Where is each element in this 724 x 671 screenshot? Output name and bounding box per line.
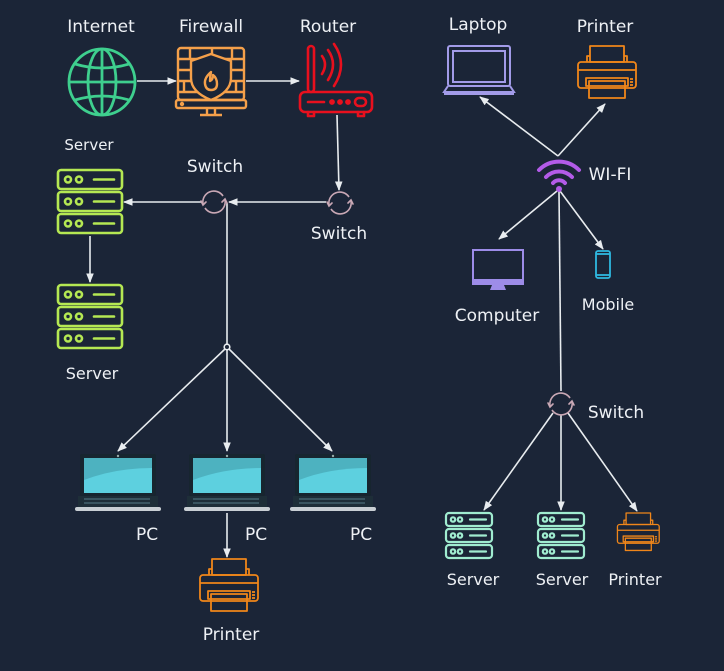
switch-icon[interactable] [547, 392, 575, 416]
printer-icon[interactable] [199, 558, 259, 612]
laptop-outline-icon[interactable] [442, 45, 516, 95]
hub-junction [223, 343, 231, 351]
laptop-icon[interactable] [75, 454, 161, 511]
router-icon[interactable] [298, 42, 374, 118]
switch-right-label: Switch [587, 403, 645, 423]
switch-icon[interactable] [200, 190, 228, 214]
server-bottom-label: Server [65, 364, 119, 383]
switch-icon[interactable] [326, 191, 354, 215]
laptop-icon[interactable] [184, 454, 270, 511]
link-router-switch [334, 114, 343, 191]
wifi-label: WI-FI [588, 165, 632, 185]
link-hub-pc3 [228, 348, 333, 452]
firewall-icon[interactable] [174, 46, 248, 117]
server-r1-label: Server [446, 570, 500, 589]
server-r2-label: Server [535, 570, 589, 589]
switch-router-label: Switch [310, 224, 368, 244]
printer-icon[interactable] [616, 512, 661, 552]
link-switch-printer [567, 412, 638, 512]
link-wifi-laptop [479, 96, 559, 157]
wifi-icon[interactable] [537, 159, 581, 192]
pc-3-label: PC [349, 525, 373, 545]
server-icon[interactable] [444, 511, 494, 560]
computer-label: Computer [454, 306, 540, 326]
monitor-icon[interactable] [472, 249, 524, 290]
link-wifi-switch [558, 190, 562, 392]
firewall-label: Firewall [178, 17, 244, 37]
laptop-label: Laptop [448, 15, 508, 35]
server-icon[interactable] [56, 168, 124, 235]
server-icon[interactable] [56, 283, 124, 350]
link-wifi-mobile [559, 190, 604, 250]
links [86, 77, 638, 558]
pc-1-label: PC [135, 525, 159, 545]
internet-label: Internet [67, 17, 135, 37]
server-top-label: Server [64, 136, 114, 154]
link-wifi-computer [498, 190, 558, 240]
link-hub-pc1 [117, 348, 226, 452]
smartphone-icon[interactable] [595, 250, 611, 279]
printer-icon[interactable] [577, 45, 637, 99]
server-icon[interactable] [536, 511, 586, 560]
switch-left-label: Switch [186, 157, 244, 177]
printer-left-label: Printer [202, 625, 260, 645]
laptop-icon[interactable] [290, 454, 376, 511]
printer-wifi-label: Printer [576, 17, 634, 37]
pc-2-label: PC [244, 525, 268, 545]
printer-right-label: Printer [608, 570, 662, 589]
link-switch-server1 [483, 412, 554, 511]
router-label: Router [299, 17, 357, 37]
link-wifi-printer [557, 103, 606, 157]
mobile-label: Mobile [581, 295, 635, 314]
globe-icon[interactable] [67, 47, 137, 117]
